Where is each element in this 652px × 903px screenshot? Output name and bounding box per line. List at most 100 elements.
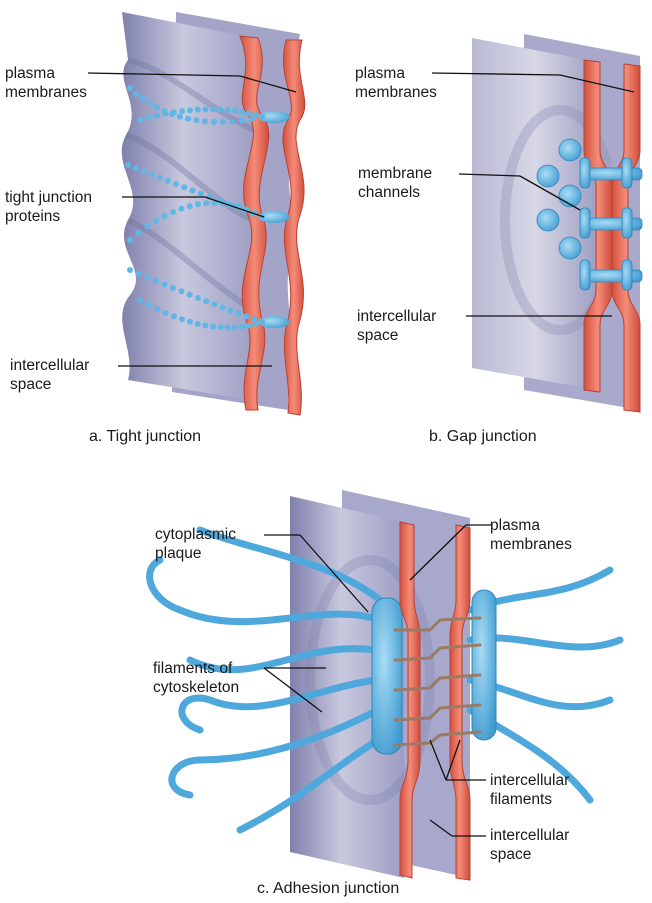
protein-dot xyxy=(153,278,159,284)
protein-dot xyxy=(153,218,159,224)
protein-dot xyxy=(187,319,193,325)
protein-dot xyxy=(252,112,258,118)
label-filaments-of-cytoskeleton: filaments ofcytoskeleton xyxy=(153,660,239,696)
caption-tight-junction: a. Tight junction xyxy=(89,428,201,445)
protein-dot xyxy=(177,114,183,120)
protein-dot xyxy=(178,288,184,294)
panel-tight-junction xyxy=(122,12,305,415)
protein-dot xyxy=(154,306,160,312)
protein-dot xyxy=(127,85,133,91)
protein-dot xyxy=(146,115,152,121)
protein-dot xyxy=(195,295,201,301)
protein-dot xyxy=(203,106,209,112)
caption-gap-junction: b. Gap junction xyxy=(429,428,537,445)
protein-dot xyxy=(203,323,209,329)
protein-dot xyxy=(125,162,131,168)
protein-dot xyxy=(229,119,235,125)
protein-dot xyxy=(243,313,249,319)
protein-dot xyxy=(170,285,176,291)
protein-dot xyxy=(203,298,209,304)
protein-dot xyxy=(210,324,216,330)
protein-dot xyxy=(165,178,171,184)
protein-dot xyxy=(236,311,242,317)
protein-dot xyxy=(133,165,139,171)
protein-dot xyxy=(225,107,231,113)
protein-dot xyxy=(232,324,238,330)
protein-dot xyxy=(144,274,150,280)
protein-dot xyxy=(146,302,152,308)
protein-dot xyxy=(211,119,217,125)
protein-dot xyxy=(171,109,177,115)
protein-dot xyxy=(140,96,146,102)
protein-dot xyxy=(157,175,163,181)
protein-dot xyxy=(210,106,216,112)
protein-dot xyxy=(185,116,191,122)
protein-dot xyxy=(195,107,201,113)
protein-dot xyxy=(127,237,133,243)
front-cell-slab xyxy=(472,38,598,390)
cytoplasmic-plaque xyxy=(372,598,402,754)
protein-dot xyxy=(154,113,160,119)
protein-dot xyxy=(147,100,153,106)
protein-dot xyxy=(137,117,143,123)
protein-dot xyxy=(187,292,193,298)
protein-dot xyxy=(163,111,169,117)
protein-dot xyxy=(162,213,168,219)
protein-dot xyxy=(136,271,142,277)
protein-dot xyxy=(133,91,139,97)
protein-dot xyxy=(171,313,177,319)
protein-dot xyxy=(179,316,185,322)
protein-dot xyxy=(170,209,176,215)
protein-dot xyxy=(239,324,245,330)
panel-gap-junction xyxy=(472,34,642,412)
protein-dot xyxy=(202,118,208,124)
protein-dot xyxy=(162,282,168,288)
protein-dot xyxy=(187,203,193,209)
protein-dot xyxy=(246,323,252,329)
protein-dot xyxy=(178,206,184,212)
protein-dot xyxy=(239,109,245,115)
protein-dot xyxy=(225,325,231,331)
protein-dot xyxy=(173,181,179,187)
protein-dot xyxy=(141,168,147,174)
protein-dot xyxy=(232,108,238,114)
protein-dot xyxy=(137,297,143,303)
protein-dot xyxy=(203,200,209,206)
protein-dot xyxy=(252,321,258,327)
protein-dot xyxy=(127,267,133,273)
protein-dot xyxy=(154,104,160,110)
protein-dot xyxy=(211,301,217,307)
protein-dot xyxy=(259,319,265,325)
protein-dot xyxy=(195,321,201,327)
protein-dot xyxy=(218,107,224,113)
protein-dot xyxy=(246,110,252,116)
protein-dot xyxy=(144,224,150,230)
membrane-channels xyxy=(580,158,642,290)
protein-dot xyxy=(193,117,199,123)
protein-dot xyxy=(220,119,226,125)
protein-dot xyxy=(218,324,224,330)
protein-dot xyxy=(136,230,142,236)
protein-dot xyxy=(198,191,204,197)
protein-dot xyxy=(220,305,226,311)
caption-adhesion-junction: c. Adhesion junction xyxy=(257,880,399,897)
protein-dot xyxy=(181,184,187,190)
protein-dot xyxy=(195,201,201,207)
protein-dot xyxy=(149,171,155,177)
protein-dot xyxy=(187,107,193,113)
protein-dot xyxy=(239,118,245,124)
protein-dot xyxy=(179,108,185,114)
protein-dot xyxy=(259,114,265,120)
cytoplasmic-plaque-right xyxy=(472,590,496,740)
